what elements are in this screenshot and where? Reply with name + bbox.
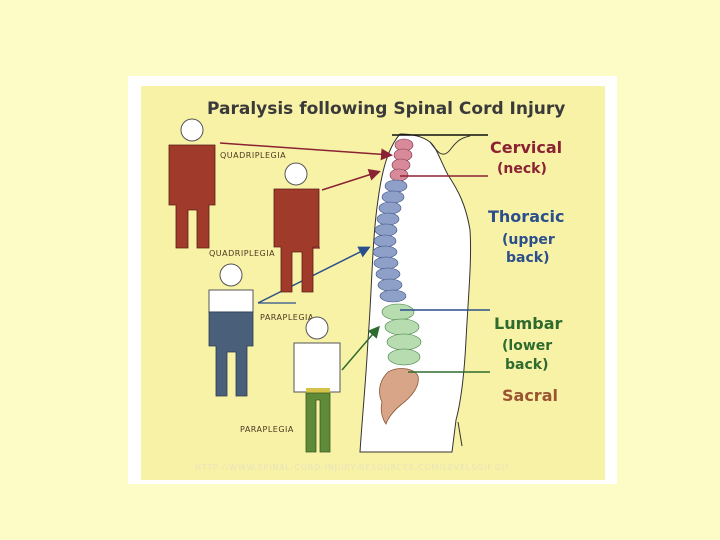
figure-paraplegia-2 (294, 317, 340, 452)
sacral-label: Sacral (502, 386, 558, 405)
figure-1-label: QUADRIPLEGIA (220, 151, 286, 160)
figure-3-lower-body (209, 312, 253, 396)
body-base-line (458, 422, 462, 446)
cervical-label: Cervical (490, 138, 562, 157)
figure-quadriplegia-2 (274, 163, 319, 292)
figure-quadriplegia-1 (169, 119, 215, 248)
thoracic-label: Thoracic (488, 207, 564, 226)
figure-1-body (169, 145, 215, 248)
figure-paraplegia-1 (209, 264, 253, 396)
diagram-title: Paralysis following Spinal Cord Injury (207, 99, 565, 119)
lumbar-label: Lumbar (494, 314, 563, 333)
lumbar-desc-1: (lower (502, 338, 552, 354)
figure-4-legs (306, 393, 330, 452)
cervical-desc: (neck) (497, 161, 547, 177)
arrow-cervical-low (322, 172, 378, 190)
thoracic-desc-1: (upper (502, 232, 555, 248)
figure-3-label: PARAPLEGIA (260, 313, 314, 322)
figure-2-label: QUADRIPLEGIA (209, 249, 275, 258)
figure-2-body (274, 189, 319, 292)
thoracic-desc-2: back) (506, 250, 549, 266)
body-silhouette (360, 134, 471, 452)
lumbar-desc-2: back) (505, 357, 548, 373)
source-watermark: HTTP://WWW.SPINAL-CORD-INJURY-RESOURCES.… (195, 463, 510, 472)
figure-4-label: PARAPLEGIA (240, 425, 294, 434)
